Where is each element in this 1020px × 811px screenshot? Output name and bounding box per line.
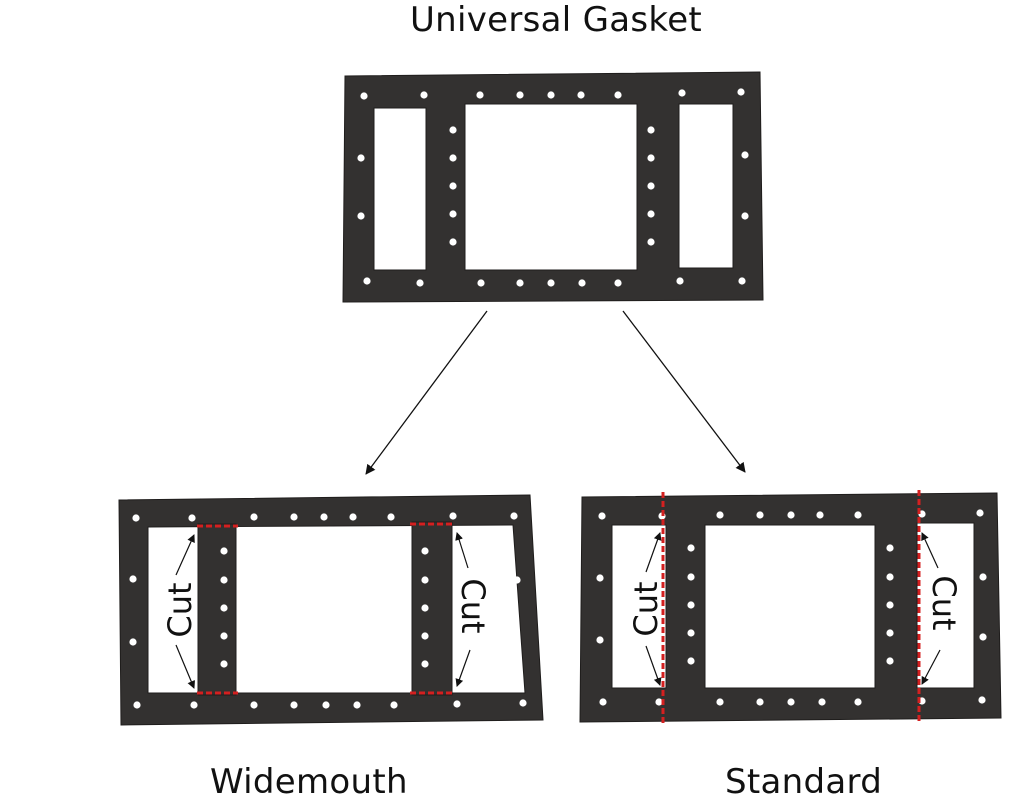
standard-cut-label-right: Cut	[925, 575, 963, 630]
widemouth-right-bar	[411, 521, 453, 696]
standard-caption: Standard	[725, 762, 883, 802]
widemouth-gasket: Cut Cut	[118, 494, 544, 726]
widemouth-gasket-holes	[129, 512, 527, 709]
widemouth-cut-label-right: Cut	[454, 578, 492, 633]
widemouth-cut-label-left: Cut	[161, 582, 199, 637]
arrow-to-widemouth	[365, 310, 488, 475]
standard-cut-lines	[661, 490, 921, 725]
universal-gasket-body	[342, 71, 764, 303]
widemouth-cut-lines	[197, 522, 453, 695]
diagram-title: Universal Gasket	[409, 0, 703, 40]
widemouth-gasket-body	[118, 494, 544, 726]
universal-gasket	[342, 71, 764, 303]
standard-cut-label-left: Cut	[627, 581, 665, 636]
standard-gasket: Cut Cut	[579, 490, 1002, 725]
standard-gasket-body	[579, 492, 1002, 723]
widemouth-caption: Widemouth	[210, 762, 408, 802]
widemouth-cut-arrows	[175, 532, 471, 689]
standard-cut-arrows	[645, 532, 941, 686]
arrow-to-standard	[622, 310, 746, 473]
universal-gasket-holes	[357, 88, 749, 287]
widemouth-left-bar	[197, 523, 237, 696]
